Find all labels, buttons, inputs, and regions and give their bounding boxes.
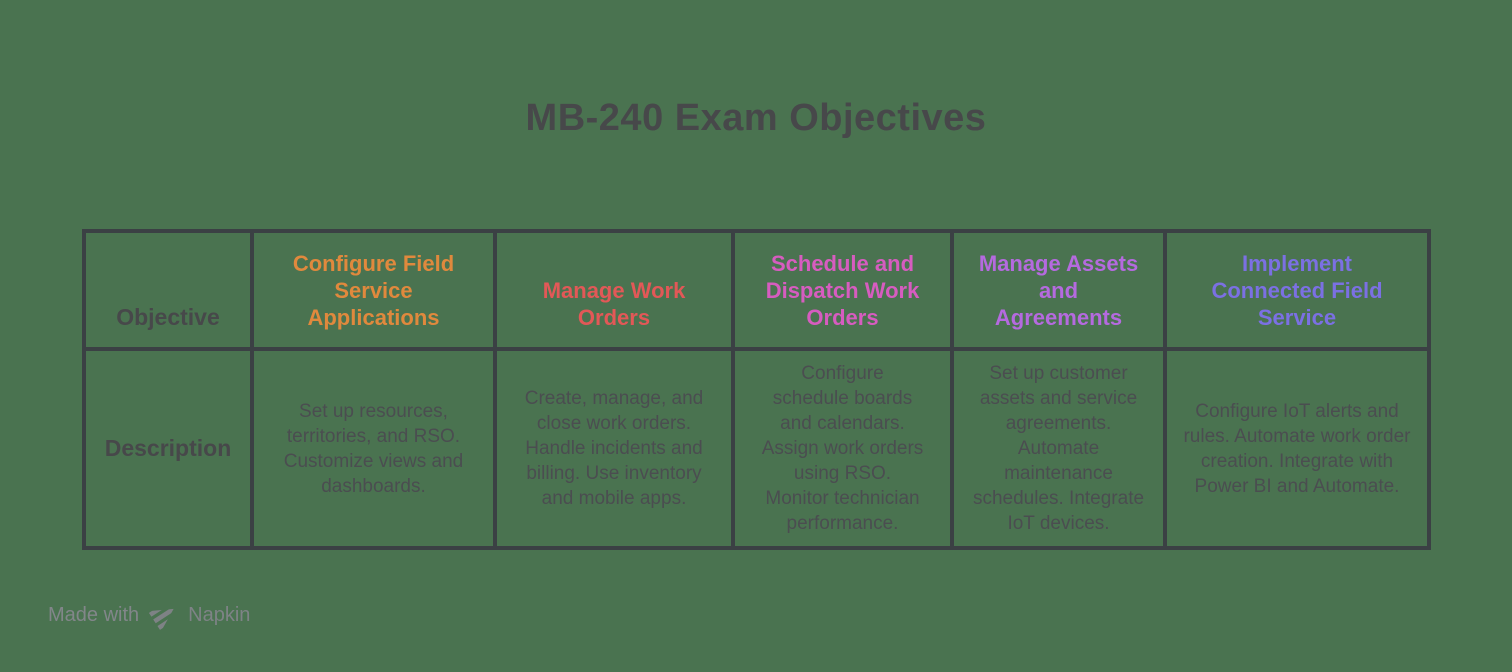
napkin-stripes-icon <box>149 601 179 630</box>
column-header-connected-field-service: Implement Connected Field Service <box>1163 229 1431 351</box>
description-row: Description Set up resources, territorie… <box>82 347 1431 550</box>
made-with-label: Made with <box>48 604 140 626</box>
description-connected-field-service: Configure IoT alerts and rules. Automate… <box>1163 347 1431 550</box>
description-schedule-dispatch: Configure schedule boards and calendars.… <box>731 347 954 550</box>
header-row: Objective Configure Field Service Applic… <box>82 229 1431 351</box>
row-label-objective: Objective <box>82 229 254 351</box>
description-assets-agreements: Set up customer assets and service agree… <box>950 347 1167 550</box>
column-header-configure-field-service: Configure Field Service Applications <box>250 229 497 351</box>
page-title: MB-240 Exam Objectives <box>525 97 987 139</box>
column-header-schedule-dispatch: Schedule and Dispatch Work Orders <box>731 229 954 351</box>
napkin-brand-label: Napkin <box>188 604 251 626</box>
description-configure-field-service: Set up resources, territories, and RSO. … <box>250 347 497 550</box>
column-header-assets-agreements: Manage Assets and Agreements <box>950 229 1167 351</box>
description-manage-work-orders: Create, manage, and close work orders. H… <box>493 347 735 550</box>
napkin-attribution: Made with Napkin <box>48 601 250 630</box>
column-header-manage-work-orders: Manage Work Orders <box>493 229 735 351</box>
objectives-table: Objective Configure Field Service Applic… <box>82 229 1431 550</box>
row-label-description: Description <box>82 347 254 550</box>
